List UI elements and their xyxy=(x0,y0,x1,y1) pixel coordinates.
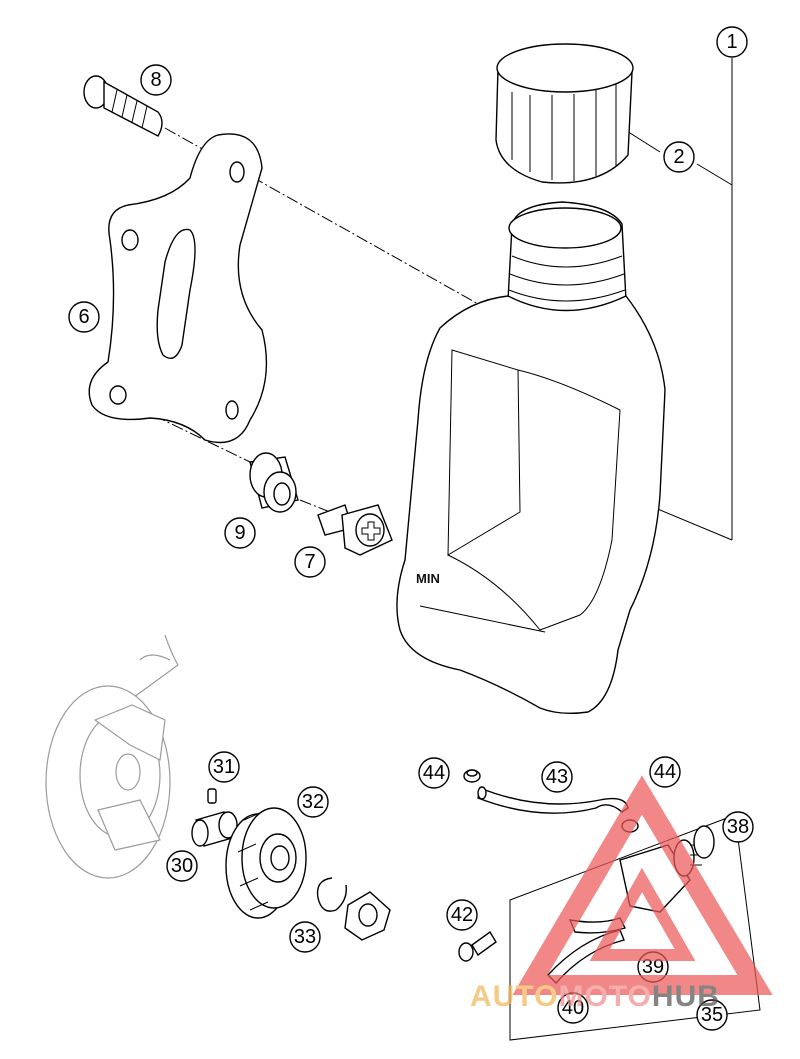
part-screw-42 xyxy=(458,930,497,962)
callout-35-label: 35 xyxy=(701,1004,723,1026)
callout-7-label: 7 xyxy=(304,551,315,573)
watermark-text-hub: HUB xyxy=(652,980,720,1013)
watermark-triangle-inner-icon xyxy=(589,867,696,961)
callout-38: 38 xyxy=(722,811,754,843)
callout-30: 30 xyxy=(166,850,198,882)
part-pin-31 xyxy=(207,788,217,804)
callout-38-label: 38 xyxy=(727,816,749,838)
callout-9-label: 9 xyxy=(234,522,245,544)
callout-6-label: 6 xyxy=(78,306,89,328)
watermark-text-auto: AUTO xyxy=(470,980,558,1013)
callout-43-label: 43 xyxy=(546,766,568,788)
callout-44-right-label: 44 xyxy=(654,761,676,783)
watermark-text-moto: MOTO xyxy=(558,980,651,1013)
callout-44-right: 44 xyxy=(649,756,681,788)
watermark-triangle-icon xyxy=(512,775,773,995)
callout-43: 43 xyxy=(541,761,573,793)
part-oil-tank-1: MIN xyxy=(396,201,666,715)
callout-1: 1 xyxy=(716,26,748,58)
callout-8: 8 xyxy=(140,64,172,96)
callout-32: 32 xyxy=(297,786,329,818)
watermark: AUTOMOTOHUB xyxy=(470,775,773,1013)
callout-42: 42 xyxy=(446,899,478,931)
callout-33: 33 xyxy=(289,921,321,953)
callout-32-label: 32 xyxy=(302,791,324,813)
callout-30-label: 30 xyxy=(171,855,193,877)
part-cap-2 xyxy=(495,43,634,184)
callout-2: 2 xyxy=(663,141,695,173)
callout-7: 7 xyxy=(294,546,326,578)
callout-39-label: 39 xyxy=(642,956,664,978)
part-nut xyxy=(344,891,391,941)
callout-40-label: 40 xyxy=(562,997,584,1019)
callout-9: 9 xyxy=(224,517,256,549)
callout-42-label: 42 xyxy=(451,904,473,926)
callout-1-label: 1 xyxy=(726,31,737,53)
part-circlip-33 xyxy=(316,877,347,912)
part-clamp-44-left xyxy=(463,769,481,783)
callout-44-left: 44 xyxy=(418,757,450,789)
callout-6: 6 xyxy=(68,301,100,333)
part-fitting-7 xyxy=(317,504,393,556)
callout-31: 31 xyxy=(208,751,240,783)
part-ignition-stator xyxy=(45,634,179,879)
part-oring-38 xyxy=(693,825,715,859)
part-pulley-32 xyxy=(225,807,307,919)
callout-33-label: 33 xyxy=(294,926,316,948)
part-bracket-6 xyxy=(88,133,268,444)
part-screw-8 xyxy=(83,75,163,137)
tank-min-label: MIN xyxy=(416,571,440,586)
callout-2-label: 2 xyxy=(673,146,684,168)
callout-31-label: 31 xyxy=(213,756,235,778)
callout-35: 35 xyxy=(696,999,728,1031)
callout-44-left-label: 44 xyxy=(423,762,445,784)
part-grommet-9 xyxy=(249,452,299,513)
callout-8-label: 8 xyxy=(150,69,161,91)
watermark-text: AUTOMOTOHUB xyxy=(470,980,720,1013)
